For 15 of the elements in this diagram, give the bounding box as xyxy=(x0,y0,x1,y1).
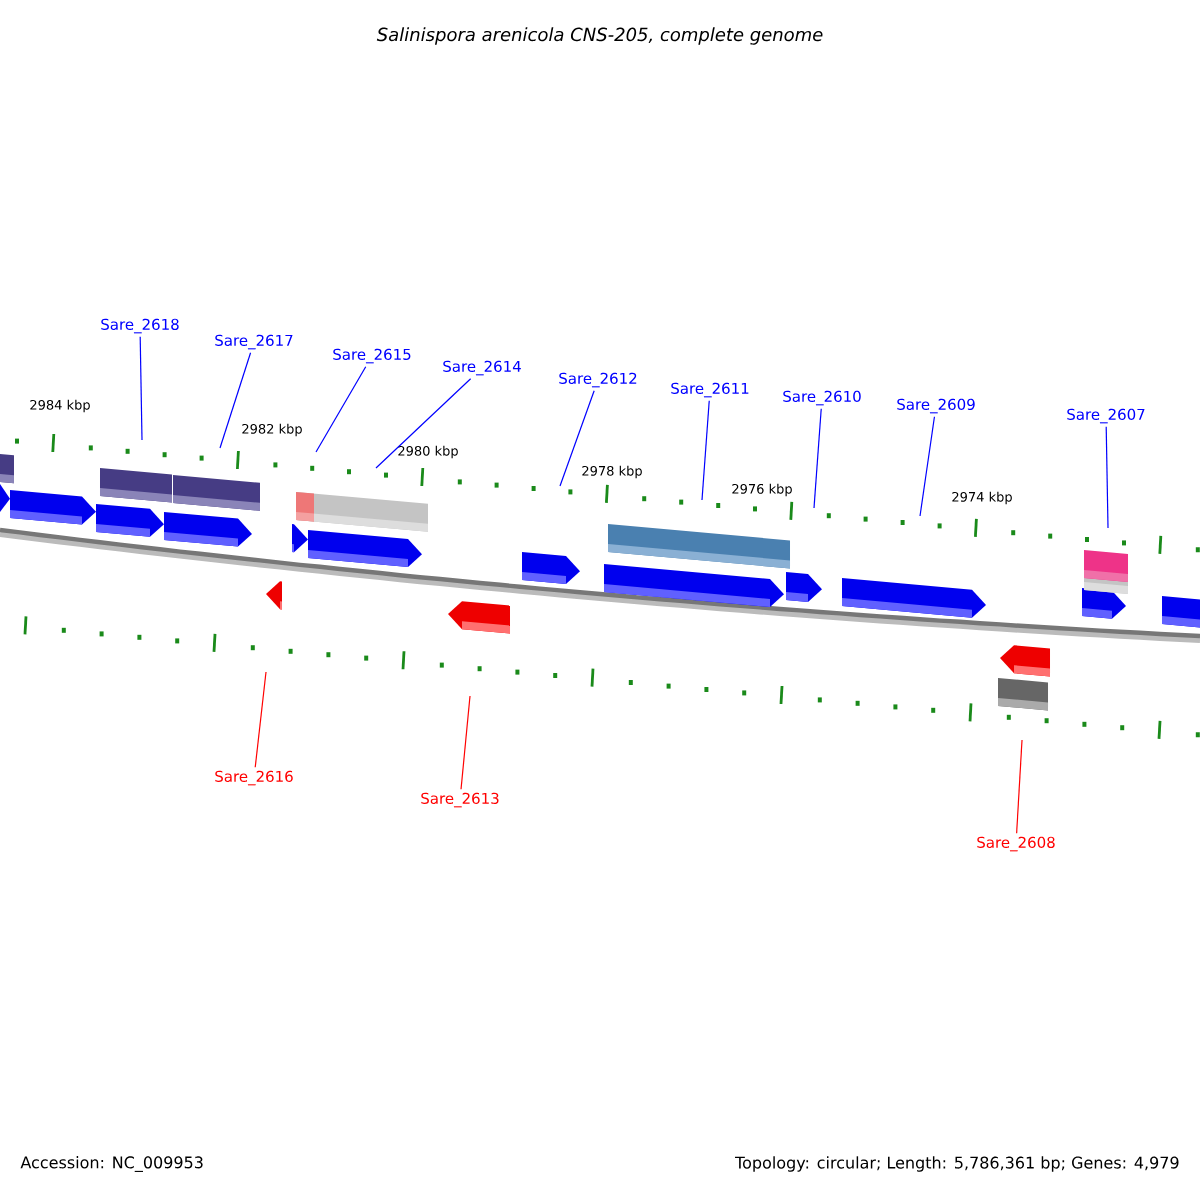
leader-line xyxy=(375,378,472,469)
leader-line xyxy=(1016,739,1023,834)
leader-line xyxy=(139,336,143,441)
footer-text: Accession: NC_009953 xyxy=(20,1156,203,1172)
leader-line xyxy=(919,416,936,517)
leader-line xyxy=(1105,426,1109,529)
leader-line xyxy=(701,400,710,501)
leader-line xyxy=(460,695,471,790)
leader-line xyxy=(254,671,267,768)
footer-text: Topology: circular; Length: 5,786,361 bp; Genes: 4,979 xyxy=(735,1156,1179,1172)
title: Salinispora arenicola CNS-205, complete genome xyxy=(376,27,823,45)
leader-line xyxy=(315,366,367,453)
leader-line xyxy=(813,408,822,509)
leader-line xyxy=(219,352,252,449)
leader-line xyxy=(559,390,595,487)
